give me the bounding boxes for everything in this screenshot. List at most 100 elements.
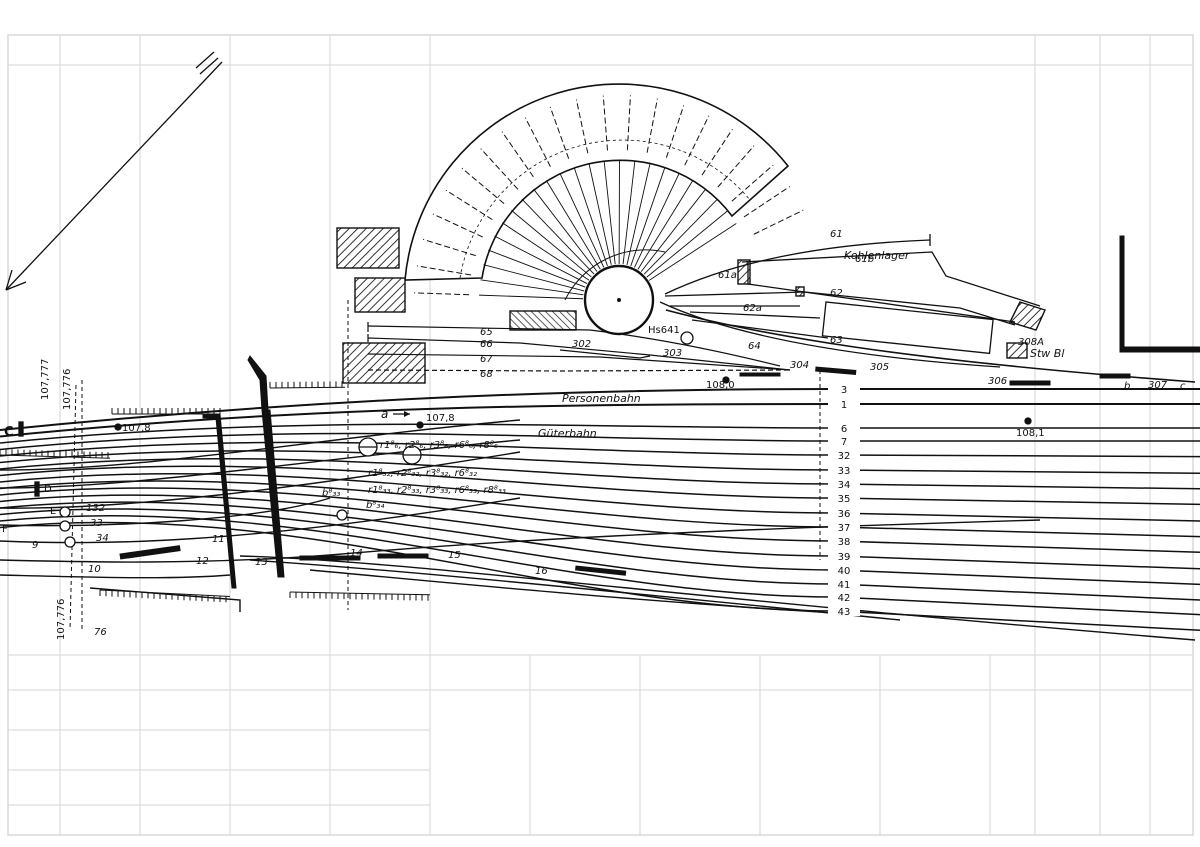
- milepost-bottom: 107,776: [56, 599, 67, 640]
- edge-mark-f: F: [2, 524, 8, 535]
- track-line: [0, 494, 1200, 570]
- switch-number: 12: [196, 556, 209, 567]
- yard-track-number: 61a: [718, 270, 737, 281]
- yard-track-number: 65: [480, 327, 493, 338]
- track-label-bg: [828, 577, 860, 589]
- yard-track-number: 63: [830, 335, 843, 346]
- coal-store-label: Kohlenlager: [844, 249, 911, 262]
- track-line: [0, 472, 1200, 522]
- milepost-mid-low: 108,0: [706, 380, 735, 391]
- left-throat: [0, 419, 1196, 641]
- north-arrow: [5, 51, 223, 291]
- yard-track-number: 61b: [855, 254, 874, 265]
- milepost-right: 108,1: [1016, 428, 1045, 439]
- track-label-bg: [828, 590, 860, 602]
- switch-number: 304: [790, 360, 809, 371]
- yard-track-number: 64: [748, 341, 761, 352]
- main-signal-label: Hs641: [648, 325, 680, 336]
- track-label-bg: [828, 506, 860, 518]
- edge-label: 34: [96, 533, 109, 544]
- turntable-radial-tracks: [479, 159, 737, 300]
- track-line: [0, 388, 1200, 431]
- route-signal-row-2: r1⁸₃₂, r2⁸₃₂, r3⁸₃₂, r6⁸₃₂: [368, 468, 477, 479]
- track-label-bg: [828, 448, 860, 460]
- track-line: [0, 514, 1200, 616]
- track-label-bg: [828, 604, 860, 616]
- switch-number: 14: [350, 548, 363, 559]
- track-number: 38: [838, 537, 851, 548]
- signal-icon: [59, 506, 71, 518]
- track-label-bg: [828, 434, 860, 446]
- track-line: [0, 423, 1200, 444]
- milepost-dash-lines: [69, 300, 821, 631]
- track-number: 32: [838, 451, 851, 462]
- route-signal-row-3: r1⁸₃₃, r2⁸₃₃, r3⁸₃₃, r6⁸₃₃, r8⁸₃₃: [368, 485, 506, 496]
- milepost-middle: 107,8: [426, 413, 455, 424]
- track-number: 1: [841, 400, 847, 411]
- track-label-bg: [828, 491, 860, 503]
- platform-edges: [0, 381, 431, 603]
- track-label-bg: [828, 520, 860, 532]
- track-number: 36: [838, 509, 851, 520]
- track-line: [0, 432, 1200, 451]
- switch-number: 306: [988, 376, 1007, 387]
- arrowhead-icon: [404, 411, 410, 417]
- roundhouse: [404, 83, 804, 336]
- switch-number: 13: [255, 557, 268, 568]
- switch-number: 305: [870, 362, 889, 373]
- track-line: [0, 450, 1200, 474]
- background-form-grid: [7, 34, 1194, 836]
- switch-number: 10: [88, 564, 101, 575]
- milepost-edge-b: 107,776: [62, 369, 73, 410]
- track-line: [0, 465, 1200, 506]
- track-line: [0, 457, 1200, 490]
- loco-yard-tracks: [367, 322, 791, 372]
- track-label-bg: [828, 549, 860, 561]
- track-number: 7: [841, 437, 847, 448]
- track-number: 43: [838, 607, 851, 618]
- edge-label: c: [1180, 381, 1186, 392]
- signal-icon: [64, 536, 76, 548]
- track-line: [0, 501, 1200, 586]
- passenger-line-label: Personenbahn: [562, 392, 641, 405]
- track-line: [0, 508, 1200, 601]
- edge-mark-e: E: [50, 506, 56, 517]
- track-label-bg: [828, 463, 860, 475]
- yard-track-number: 68: [480, 369, 493, 380]
- yard-track-number: 62a: [743, 303, 762, 314]
- track-line: [0, 480, 1200, 538]
- yard-track-number: 67: [480, 354, 493, 365]
- track-number: 35: [838, 494, 851, 505]
- yard-track-number: 62: [830, 288, 843, 299]
- route-signal-row-1: r1⁸₆, r2⁸₆, r3⁸₆, r6⁸₆, r8⁸₆: [380, 440, 498, 451]
- route-signal-b1: b⁸₃₃: [322, 488, 340, 499]
- track-label-bg: [828, 421, 860, 433]
- signal-box-label: Stw Bl: [1030, 347, 1064, 360]
- switch-number: 307: [1148, 380, 1168, 391]
- roundhouse-stalls: [414, 95, 804, 296]
- track-label-bg: [828, 563, 860, 575]
- track-number: 42: [838, 593, 851, 604]
- track-line: [0, 487, 1200, 553]
- track-line: [0, 441, 1200, 458]
- track-number: 39: [838, 552, 851, 563]
- edge-label: 76: [94, 627, 107, 638]
- track-number: 6: [841, 424, 847, 435]
- track-number: 3: [841, 385, 847, 396]
- track-label-bg: [828, 397, 860, 409]
- edge-mark-c: C: [4, 425, 14, 440]
- route-signal-b2: b⁸₃₄: [366, 500, 384, 511]
- yard-track-number: 66: [480, 339, 493, 350]
- buildings: [336, 227, 1046, 384]
- track-number: 34: [838, 480, 851, 491]
- track-number: 33: [838, 466, 851, 477]
- switch-number: 15: [448, 550, 461, 561]
- track-number: 37: [838, 523, 851, 534]
- track-label-bg: [828, 477, 860, 489]
- signal-icon: [59, 520, 71, 532]
